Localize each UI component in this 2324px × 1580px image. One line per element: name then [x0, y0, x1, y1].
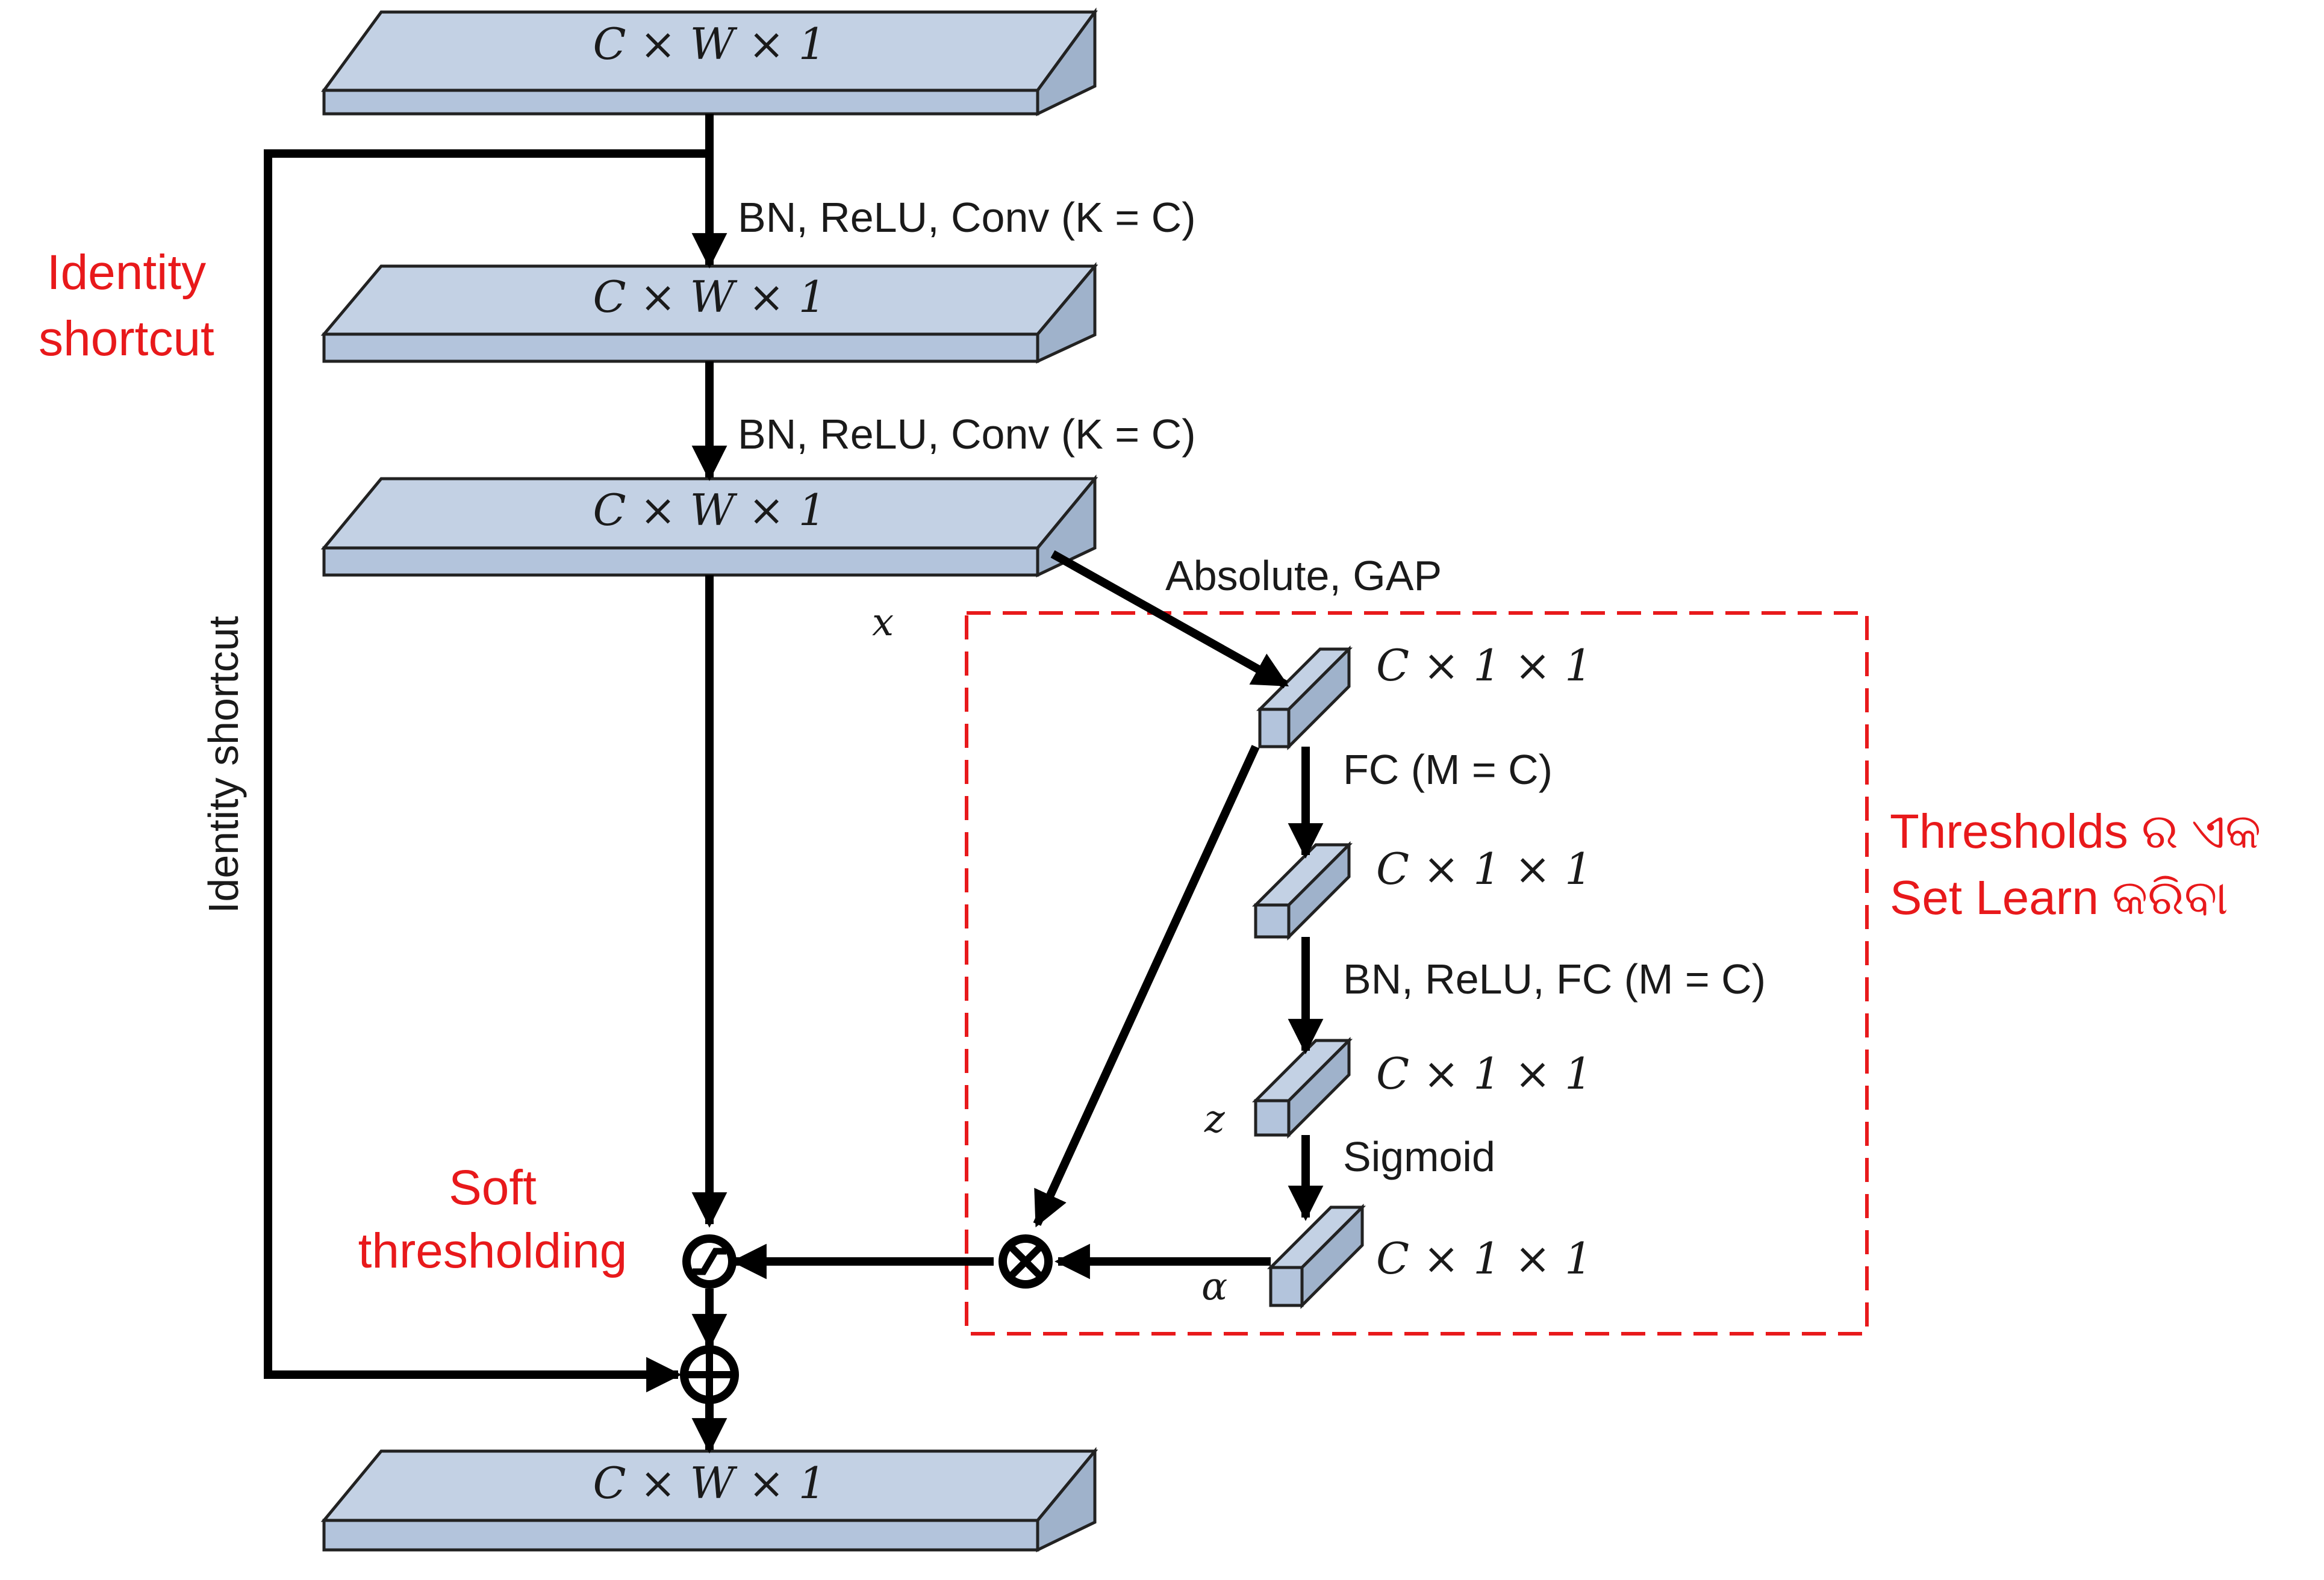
- label-conv2-dims: C × W × 1: [593, 485, 826, 535]
- circle-tilde-icon: [682, 1234, 737, 1289]
- op-conv1: BN, ReLU, Conv (K = C): [738, 194, 1196, 241]
- identity-shortcut-vertical-label: Identity shortcut: [200, 616, 247, 913]
- var-alpha: α: [1201, 1264, 1227, 1309]
- annotation-identity-line1: Identity: [47, 245, 206, 300]
- op-conv2: BN, ReLU, Conv (K = C): [738, 411, 1196, 458]
- label-gap-dims: C × 1 × 1: [1376, 640, 1592, 691]
- feature-block-input: [321, 7, 1098, 116]
- op-absolute-gap: Absolute, GAP: [1165, 552, 1442, 599]
- arrows: [264, 114, 1324, 1454]
- op-sigmoid: Sigmoid: [1343, 1133, 1495, 1180]
- annotation-thresholds-line2: Set Learn କରିବା: [1890, 871, 2228, 924]
- small-block-alpha: [1266, 1203, 1366, 1310]
- circle-plus-icon: [680, 1345, 739, 1404]
- annotation-soft-line1: Soft: [449, 1160, 537, 1215]
- var-x: x: [872, 600, 894, 645]
- label-input-dims: C × W × 1: [593, 19, 826, 69]
- label-fc1-dims: C × 1 × 1: [1376, 844, 1592, 894]
- label-fc2-dims: C × 1 × 1: [1376, 1048, 1592, 1099]
- label-conv1-dims: C × W × 1: [593, 272, 826, 322]
- op-fc1: FC (M = C): [1343, 746, 1553, 793]
- feature-block-conv1: [320, 262, 1098, 364]
- annotation-thresholds-line1: Thresholds ର ଏକ: [1890, 804, 2261, 858]
- label-alpha-dims: C × 1 × 1: [1376, 1233, 1592, 1284]
- feature-block-output: [320, 1447, 1098, 1552]
- feature-block-conv2: [320, 474, 1098, 577]
- circle-times-icon: [998, 1234, 1053, 1289]
- op-fc2: BN, ReLU, FC (M = C): [1343, 956, 1766, 1003]
- small-block-fc2: [1251, 1036, 1353, 1139]
- threshold-learning-box: [965, 611, 1869, 1336]
- annotation-identity-line2: shortcut: [39, 311, 214, 366]
- var-z: z: [1204, 1097, 1226, 1142]
- small-block-gap: [1256, 645, 1353, 751]
- small-block-fc1: [1251, 841, 1353, 941]
- annotation-soft-line2: thresholding: [358, 1224, 628, 1278]
- label-output-dims: C × W × 1: [593, 1458, 826, 1508]
